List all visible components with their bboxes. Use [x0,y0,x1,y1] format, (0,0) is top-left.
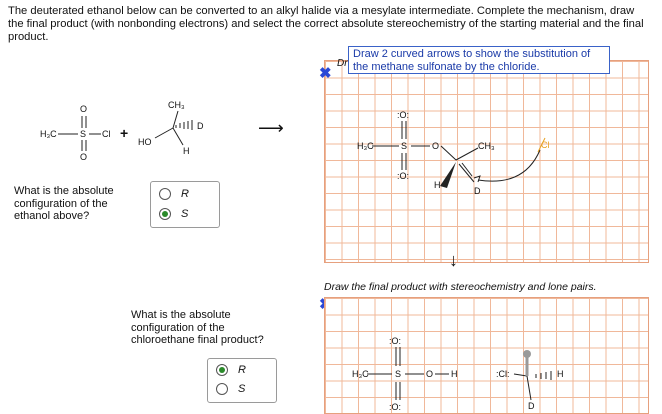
ethanol-d-label: D [197,121,204,131]
radio-selected-icon[interactable] [216,364,228,376]
product-canvas[interactable] [324,297,649,414]
radio-icon[interactable] [159,188,171,200]
mesyl-o-bottom-label: O [80,152,88,162]
prod-cl-label: :Cl: [496,369,510,379]
product-option-s[interactable]: S [216,383,245,395]
ethanol-option-r[interactable]: R [159,188,189,200]
question-text: The deuterated ethanol below can be conv… [8,5,644,43]
plus-sign: + [120,125,129,141]
prod-h-right-label: H [451,369,458,379]
ethanol-config-question: What is the absolute configuration of th… [14,185,114,222]
prod-s-label: S [395,369,402,379]
ethanol-option-s[interactable]: S [159,208,188,220]
product-option-r[interactable]: R [216,364,246,376]
ethanol-h-label: H [183,146,190,156]
mech-cl-label: Cl [541,140,550,150]
ethanol-config-options: R S [150,181,220,228]
mesyl-chloride-bonds [58,116,101,151]
option-label: R [181,188,189,200]
radio-selected-icon[interactable] [159,208,171,220]
prod-o-bottom-label: :O: [389,402,402,412]
radio-icon[interactable] [216,383,228,395]
prod-d-label: D [528,401,535,411]
mechanism-tooltip: Draw 2 curved arrows to show the substit… [348,46,610,74]
option-label: S [181,208,189,220]
prod-o-top-label: :O: [389,336,402,346]
product-instruction: Draw the final product with stereochemis… [324,281,597,293]
mechanism-close-icon[interactable]: ✖ [319,65,332,82]
mesyl-o-top-label: O [80,104,88,114]
product-config-question: What is the absolute configuration of th… [131,309,264,346]
option-label: R [238,364,246,376]
prod-h3c-label: H₃C [352,369,369,379]
prod-h-wedge-label: H [557,369,564,379]
mech-o-bottom-label: :O: [397,171,410,181]
option-label: S [238,383,246,395]
mechanism-canvas[interactable] [324,60,649,263]
mech-h-label: H [434,180,441,190]
mesyl-cl-label: Cl [102,129,111,139]
ethanol-ho-label: HO [138,137,152,147]
mech-h3c-label: H₃C [357,141,374,151]
ethanol-ch3-label: CH₃ [168,100,185,110]
mech-o-top-label: :O: [397,110,410,120]
mech-s-label: S [401,141,408,151]
mech-o-link-label: O [432,141,440,151]
ethanol-bonds [154,110,193,146]
reaction-arrow-down: ↓ [449,250,458,270]
product-config-options: R S [207,358,277,403]
mech-ch3-label: CH₃ [478,141,495,151]
mechanism-label-truncated: Dr [337,58,348,69]
mech-d-label: D [474,186,481,196]
mesyl-h3c-label: H₃C [40,129,57,139]
prod-o-link-label: O [426,369,434,379]
reaction-arrow-right: ⟶ [258,118,284,138]
mesyl-s-label: S [80,129,87,139]
